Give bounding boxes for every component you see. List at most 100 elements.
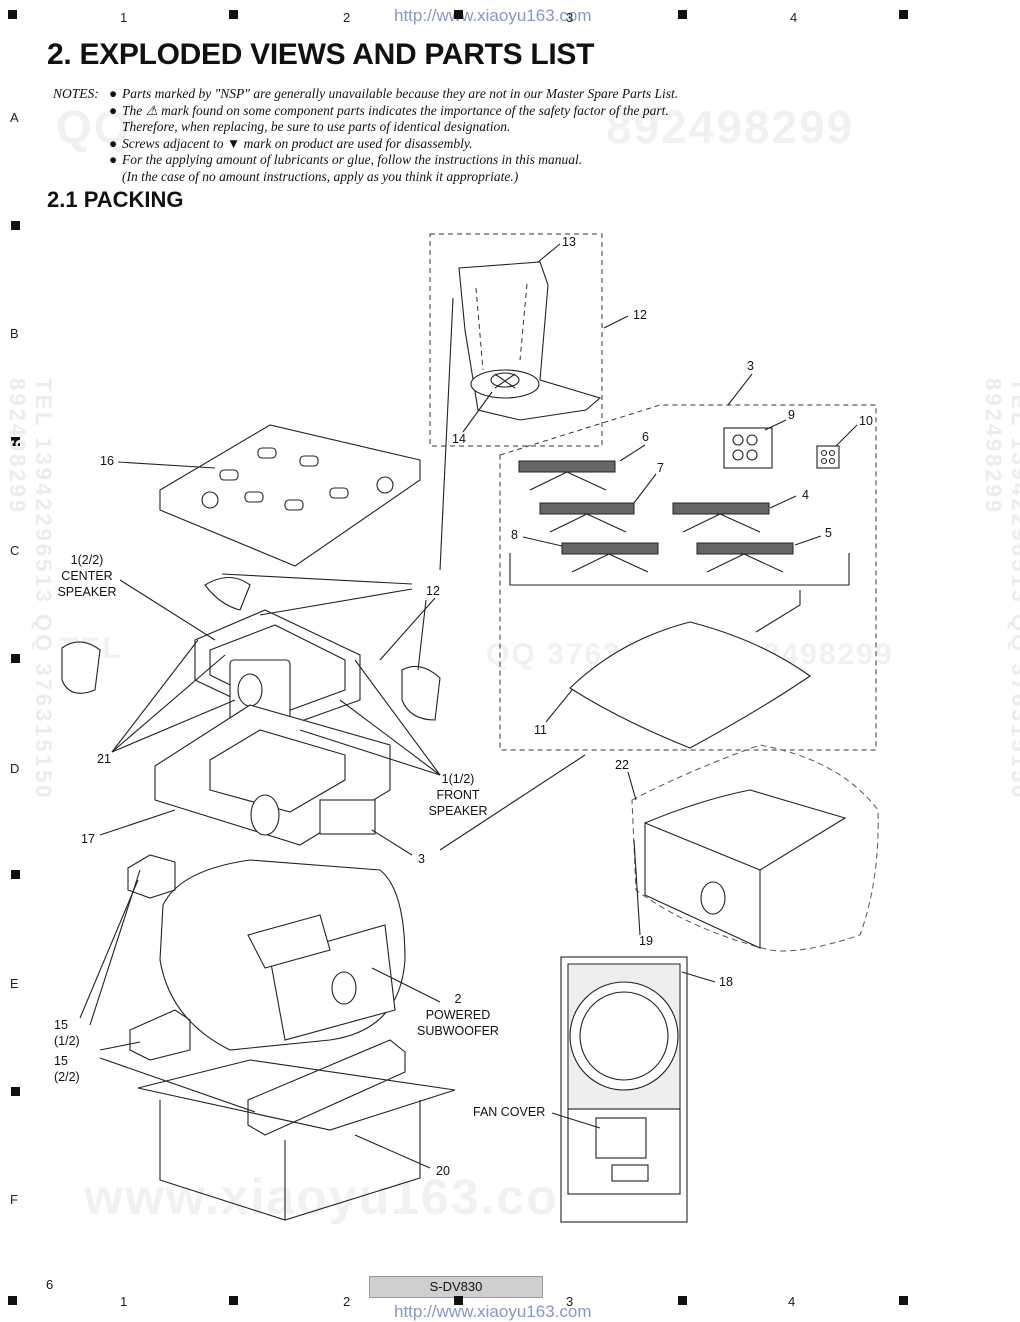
stand-group-outline [429,233,603,447]
label-line: 2 [454,992,462,1006]
frame-marker [454,1296,463,1305]
callout-22: 22 [615,758,629,772]
label-line: SUBWOOFER [417,1024,499,1038]
row-letter-c: C [10,543,20,558]
part-15-corner [127,854,176,899]
callout-20: 20 [436,1164,450,1178]
frame-marker [899,10,908,19]
column-number-1: 1 [120,1294,128,1309]
column-number-4: 4 [788,1294,796,1309]
label-powered-subwoofer: 2 POWERED SUBWOOFER [408,991,508,1039]
callout-18: 18 [719,975,733,989]
stand-bag [458,261,602,421]
callout-12: 12 [633,308,647,322]
callout-19: 19 [639,934,653,948]
part-18-subwoofer-rear [560,956,688,1223]
bullet-icon: ● [109,86,118,101]
frame-marker [678,10,687,19]
note-text: Parts marked by "NSP" are generally unav… [122,86,679,101]
page-number: 6 [46,1277,54,1292]
bullet-icon: ● [109,102,118,118]
frame-marker [229,10,238,19]
callout-3b: 3 [418,852,425,866]
frame-marker [899,1296,908,1305]
callout-10: 10 [859,414,873,428]
bracket-line [509,553,850,586]
watermark-vertical: TEL 13942296513 QQ 376315150 892498299 [981,378,1020,801]
callout-3: 3 [747,359,754,373]
frame-marker [11,870,20,879]
accessory-group-outline [499,404,877,751]
label-line: 1(1/2) [441,772,475,786]
stand-parts [518,460,794,573]
page-title: 2. EXPLODED VIEWS AND PARTS LIST [47,38,595,71]
note-item: (In the case of no amount instructions, … [109,169,829,186]
callout-14: 14 [452,432,466,446]
label-line: POWERED [425,1008,491,1022]
row-letter-a: A [10,110,19,125]
note-text: Therefore, when replacing, be sure to us… [122,119,511,135]
part-20-carton [137,1059,456,1221]
label-line: SPEAKER [57,585,117,599]
watermark: 892498299 [606,101,855,153]
part-2-subwoofer [159,859,406,1051]
label-line: FRONT [436,788,480,802]
row-letter-d: D [10,761,20,776]
column-number-3: 3 [566,10,574,25]
part-17-eps-middle [154,704,391,846]
note-item: ●The ⚠ mark found on some component part… [109,103,829,120]
part-15-corner [247,1039,406,1136]
note-text: Screws adjacent to ▼ mark on product are… [122,135,473,151]
part-11-bag [569,621,811,749]
frame-marker [11,654,20,663]
speakers-group [61,576,441,731]
row-letter-e: E [10,976,19,991]
column-number-4: 4 [790,10,798,25]
callout-12b: 12 [426,584,440,598]
callout-13: 13 [562,235,576,249]
frame-marker [8,1296,17,1305]
column-number-3: 3 [566,1294,574,1309]
row-letter-f: F [10,1192,18,1207]
label-fan-cover: FAN COVER [473,1105,546,1119]
label-part-15-2: 15 (2/2) [54,1053,80,1085]
watermark: QQ [56,101,132,153]
callout-5: 5 [825,526,832,540]
label-line: 1(2/2) [70,553,104,567]
note-item: Therefore, when replacing, be sure to us… [109,119,829,136]
note-text: (In the case of no amount instructions, … [122,168,519,184]
label-part-15-1: 15 (1/2) [54,1017,80,1049]
column-number-1: 1 [120,10,128,25]
label-front-speaker: 1(1/2) FRONT SPEAKER [422,771,494,819]
frame-marker [454,10,463,19]
frame-marker [229,1296,238,1305]
notes-label: NOTES: [53,86,99,101]
frame-marker [678,1296,687,1305]
row-letter-b: B [10,326,19,341]
note-item: ●Screws adjacent to ▼ mark on product ar… [109,136,829,153]
part-15-corner [129,1009,191,1061]
watermark: www.xiaoyu163.com [84,1169,606,1225]
frame-marker [11,1087,20,1096]
label-line: (2/2) [54,1070,80,1084]
header-url[interactable]: http://www.xiaoyu163.com [394,6,592,25]
part-16-eps-top [159,424,421,567]
label-center-speaker: 1(2/2) CENTER SPEAKER [52,552,122,600]
label-line: CENTER [61,569,113,583]
frame-marker [8,10,17,19]
part-10-card [816,445,840,469]
callout-9: 9 [788,408,795,422]
footer-url[interactable]: http://www.xiaoyu163.com [394,1302,592,1321]
section-heading: 2.1 PACKING [47,187,184,212]
callout-21: 21 [97,752,111,766]
note-text: For the applying amount of lubricants or… [122,152,583,168]
frame-marker [11,437,20,446]
column-number-2: 2 [343,1294,351,1309]
note-text: The ⚠ mark found on some component parts… [122,102,669,118]
column-number-2: 2 [343,10,351,25]
callout-11: 11 [534,723,547,737]
label-line: SPEAKER [428,804,488,818]
callout-17: 17 [81,832,95,846]
label-line: 15 [54,1054,68,1068]
